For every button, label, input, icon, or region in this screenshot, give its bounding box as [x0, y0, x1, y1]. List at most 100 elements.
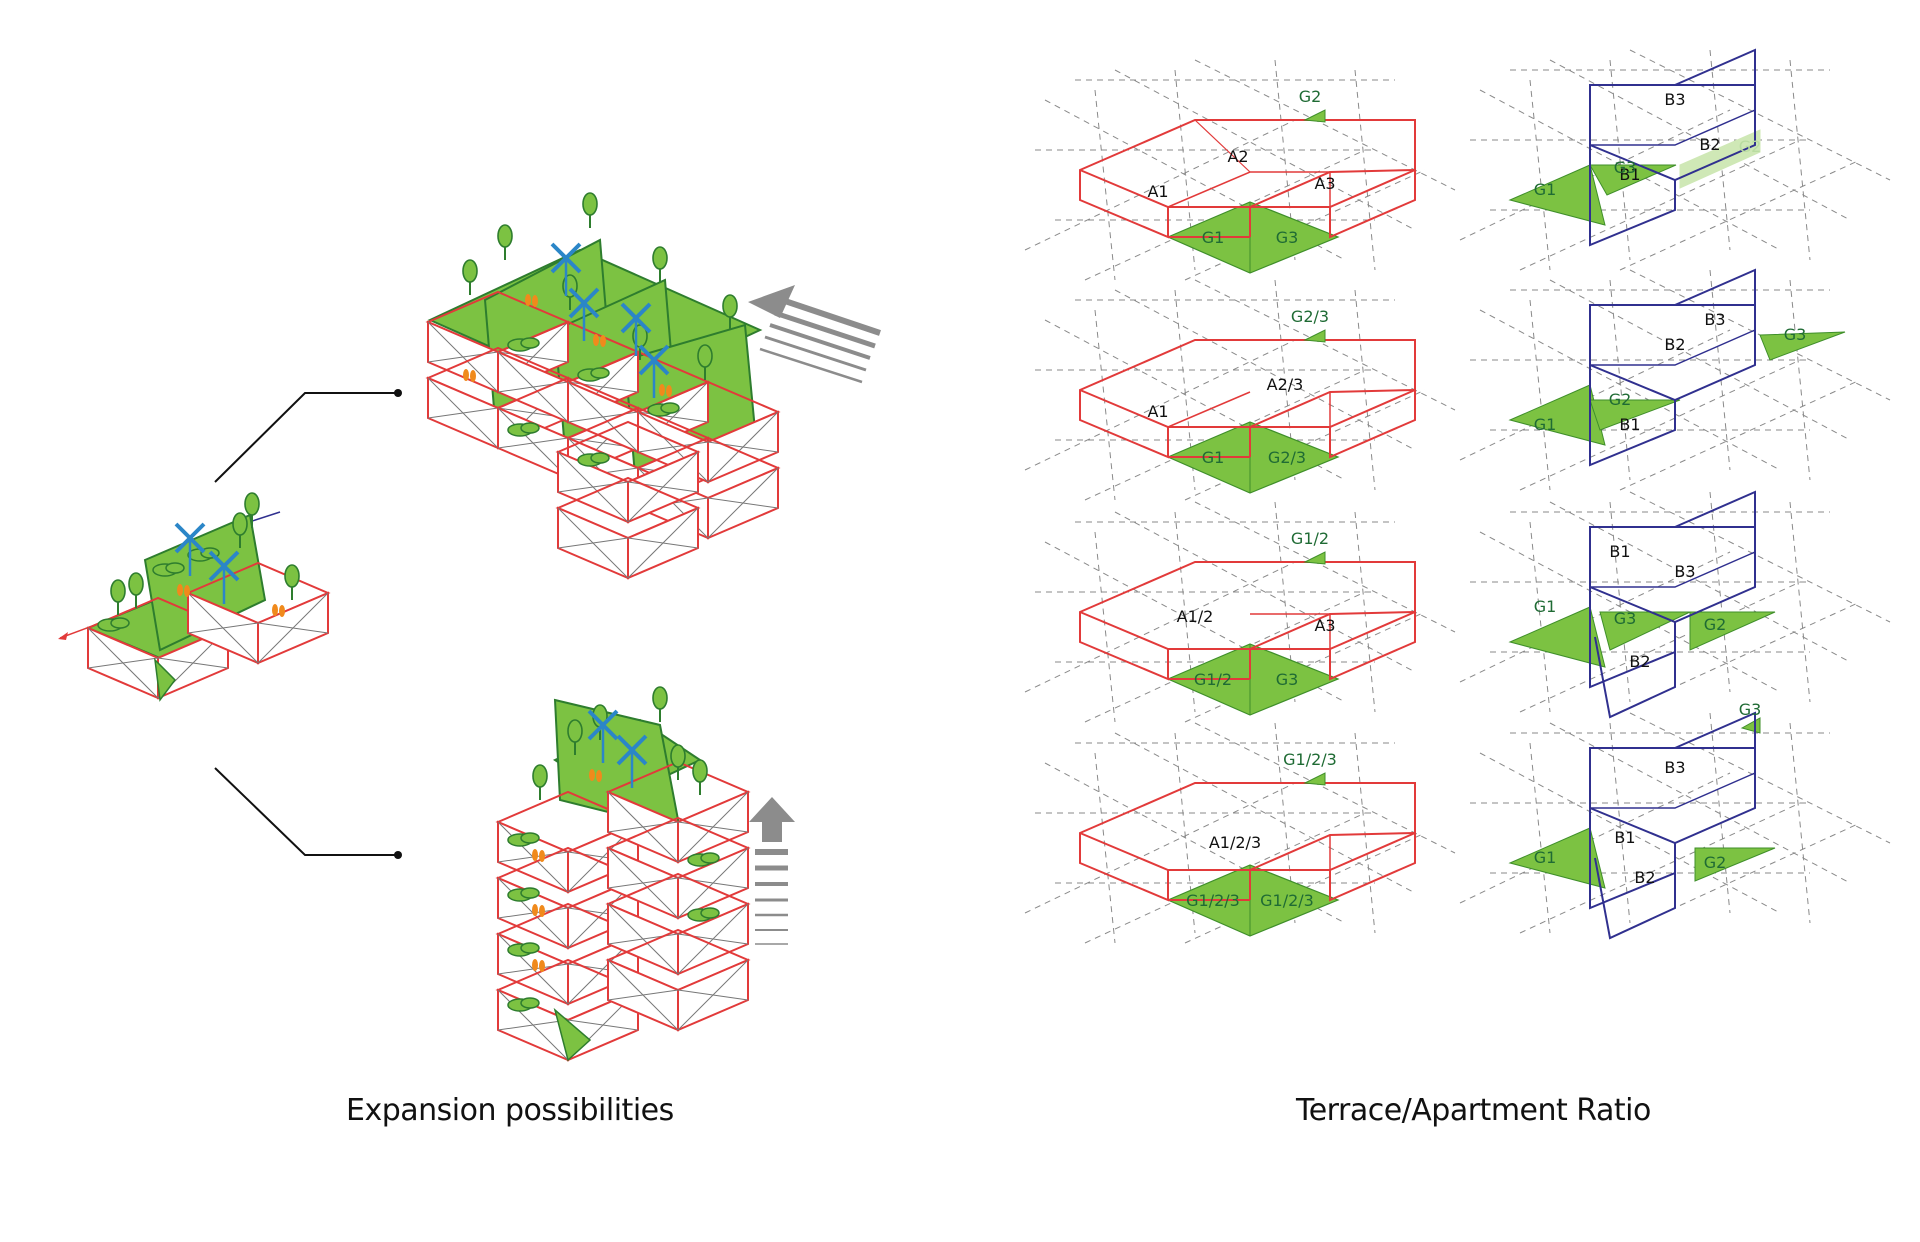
grid-dashed-line: [1609, 501, 1631, 703]
base-hanging-green: [153, 657, 176, 702]
roof-terrace-label: G3: [1739, 700, 1762, 719]
tree-icon: [110, 579, 126, 616]
grid-dashed-line: [1529, 521, 1551, 713]
grid-dashed-line: [1519, 139, 1801, 271]
apartment-label: B1: [1614, 828, 1635, 847]
apartment-label: A1: [1147, 402, 1168, 421]
grid-dashed-line: [1114, 511, 1416, 673]
apartment-label: B3: [1704, 310, 1725, 329]
caption-expansion: Expansion possibilities: [346, 1093, 674, 1128]
terrace-area: [1508, 827, 1606, 889]
grid-dashed-line: [1024, 782, 1296, 914]
grid-dashed-line: [1459, 551, 1731, 683]
tree-icon: [670, 744, 686, 781]
terrace-label: G2: [1704, 615, 1727, 634]
grid-dashed-line: [1549, 501, 1851, 663]
terrace-label: G1: [1534, 180, 1557, 199]
grid-dashed-line: [1789, 59, 1811, 261]
tree-icon: [497, 224, 513, 261]
apartment-label: A1/2: [1177, 607, 1214, 626]
apartment-label: B1: [1609, 542, 1630, 561]
roof-terrace-label: G1/2/3: [1283, 750, 1337, 769]
grid-dashed-line: [1044, 762, 1346, 924]
roof-terrace: [1303, 329, 1326, 343]
terrace-label: G1/2/3: [1186, 891, 1240, 910]
terrace-area: [1508, 164, 1606, 226]
grid-dashed-line: [1194, 59, 1456, 191]
terrace-label: G1/2: [1194, 670, 1232, 689]
grid-dashed-line: [1354, 511, 1376, 713]
grid-dashed-line: [1709, 491, 1731, 693]
grid-dashed-line: [1094, 89, 1116, 281]
grid-dashed-line: [1629, 712, 1891, 844]
caption-ratio: Terrace/Apartment Ratio: [1296, 1093, 1651, 1128]
terrace-label: G1: [1534, 848, 1557, 867]
grid-dashed-line: [1789, 279, 1811, 481]
base-unit: [58, 492, 329, 702]
terrace-label: G1/2/3: [1260, 891, 1314, 910]
roof-terrace: [1303, 551, 1326, 565]
terrace-label: G3: [1614, 609, 1637, 628]
faded-terrace-label: G2: [1739, 137, 1762, 156]
grid-dashed-line: [1459, 772, 1731, 904]
growth-arrow-up-icon: [749, 797, 795, 945]
grid-dashed-line: [1024, 339, 1296, 471]
terrace-label: G3: [1276, 228, 1299, 247]
terrace-label: G1: [1534, 415, 1557, 434]
horizontal-expansion: [427, 192, 779, 579]
terrace-label: G3: [1276, 670, 1299, 689]
roof-terrace: [1740, 717, 1761, 734]
grid-dashed-line: [1194, 722, 1456, 854]
grid-dashed-line: [1459, 329, 1731, 461]
apartment-label: B1: [1619, 415, 1640, 434]
terrace-label: G2: [1704, 853, 1727, 872]
terrace-label: G3: [1784, 325, 1807, 344]
grid-dashed-line: [1114, 732, 1416, 894]
roof-terrace-label: G2/3: [1291, 307, 1329, 326]
tree-icon: [652, 686, 668, 723]
terrace-area: [1166, 421, 1340, 494]
apartment-label: A3: [1314, 616, 1335, 635]
tree-icon: [532, 764, 548, 801]
apartment-label: B2: [1629, 652, 1650, 671]
apartment-label: A1/2/3: [1209, 833, 1261, 852]
terrace-area: [1508, 606, 1606, 668]
terrace-area: [1166, 864, 1340, 937]
grid-dashed-line: [1629, 49, 1891, 181]
terrace-area: [1166, 643, 1340, 716]
grid-dashed-line: [1549, 59, 1851, 221]
connector-dot: [394, 851, 402, 859]
grid-dashed-line: [1354, 732, 1376, 934]
grid-dashed-line: [1094, 531, 1116, 723]
grid-dashed-line: [1044, 541, 1346, 703]
terrace-label: G3: [1614, 158, 1637, 177]
vertical-expansion: [497, 686, 749, 1062]
apartment-label: B1: [1619, 165, 1640, 184]
roof-terrace-label: G2: [1299, 87, 1322, 106]
terrace-label: G2: [1609, 390, 1632, 409]
grid-dashed-line: [1549, 722, 1851, 884]
grid-dashed-line: [1024, 561, 1296, 693]
grid-dashed-line: [1354, 289, 1376, 491]
apartment-label: B2: [1664, 335, 1685, 354]
tree-icon: [652, 246, 668, 283]
tree-icon: [284, 564, 300, 601]
grid-dashed-line: [1114, 289, 1416, 451]
terrace-area: [1166, 201, 1340, 274]
grid-dashed-line: [1629, 491, 1891, 623]
grid-dashed-line: [1609, 279, 1631, 481]
grid-dashed-line: [1459, 109, 1731, 241]
grid-dashed-line: [1519, 359, 1801, 491]
roof-terrace: [1303, 109, 1326, 123]
roof-terrace-label: G1/2: [1291, 529, 1329, 548]
grid-dashed-line: [1609, 59, 1631, 261]
apartment-label: B2: [1634, 868, 1655, 887]
tree-icon: [462, 259, 478, 296]
